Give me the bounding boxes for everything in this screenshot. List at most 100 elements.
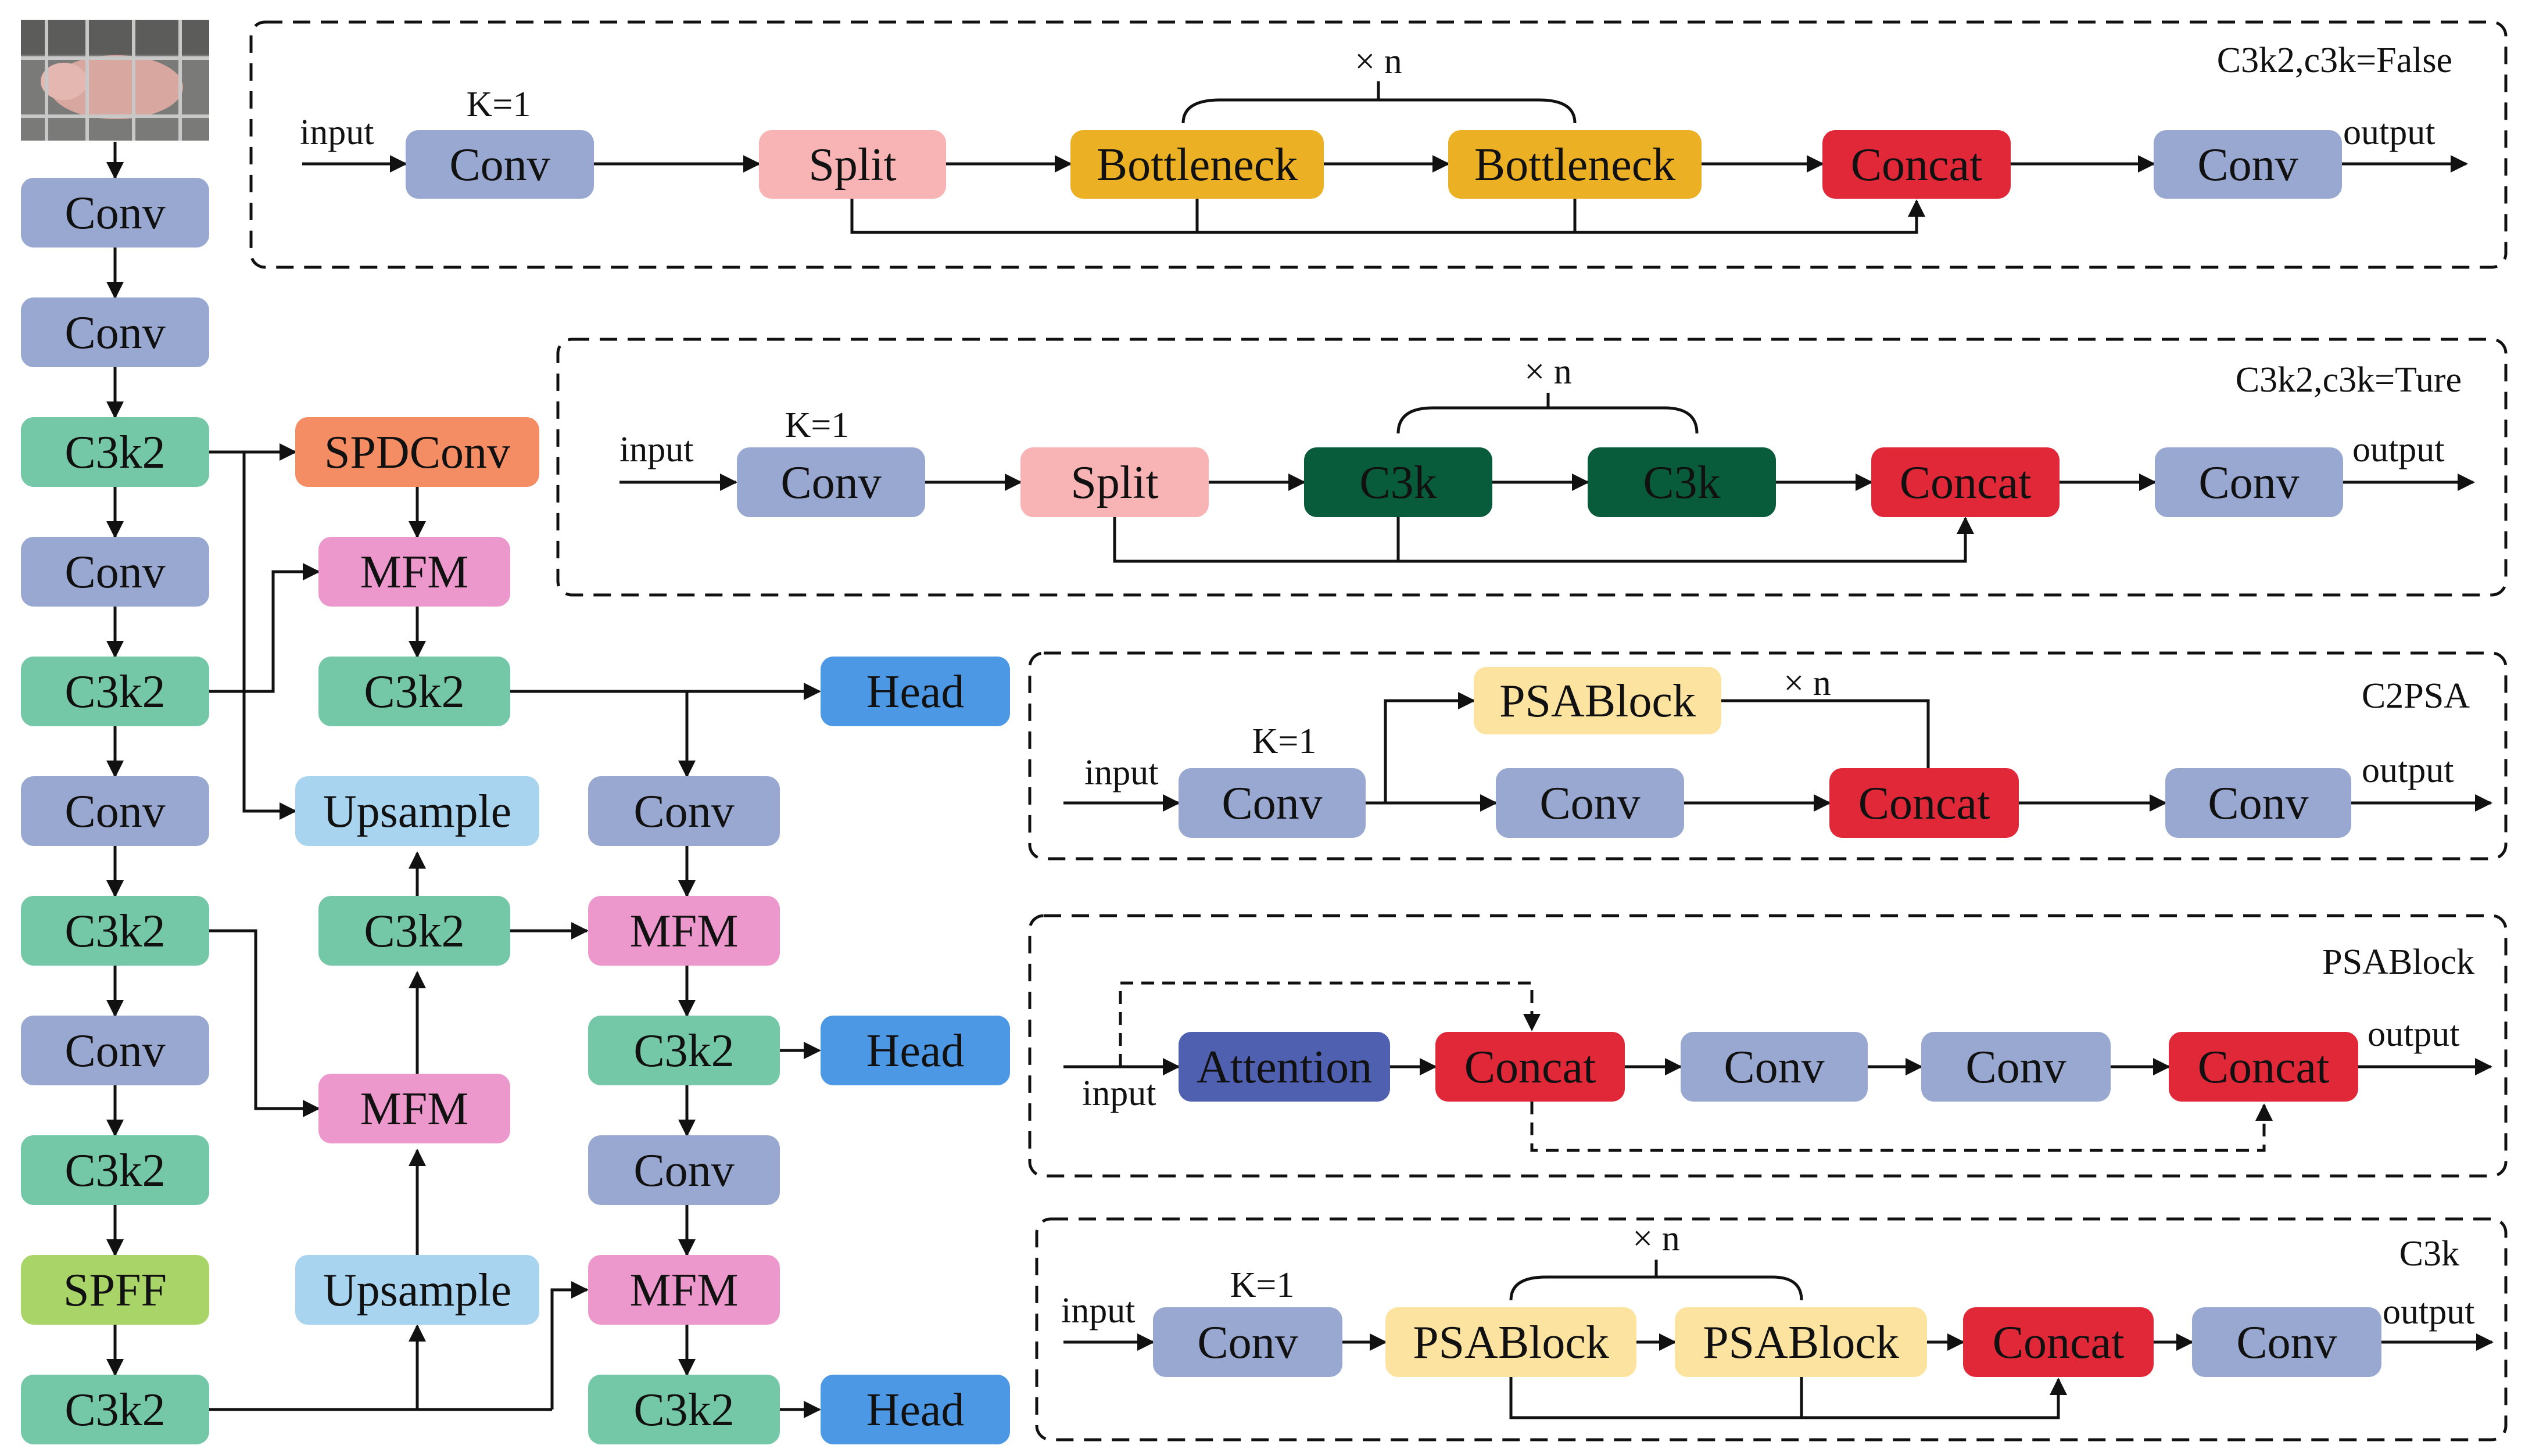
panel-title-c3k: C3k — [2399, 1234, 2459, 1274]
c3k2-block: C3k2 — [588, 1016, 780, 1085]
upsample-block-label: Upsample — [323, 1265, 511, 1316]
c3k2-block-box — [318, 896, 510, 966]
neck-wires — [209, 443, 821, 1418]
conv-block-box — [1153, 1307, 1342, 1377]
bottleneck-block: Bottleneck — [1070, 130, 1324, 199]
mfm-block-box — [588, 1255, 780, 1325]
mfm-block-box — [588, 896, 780, 966]
split-block: Split — [1020, 447, 1209, 517]
concat-block-box — [1963, 1307, 2154, 1377]
conv-block-box — [588, 776, 780, 846]
output-label: output — [2343, 113, 2435, 152]
conv-block-box — [2165, 768, 2351, 838]
conv-block-label: Conv — [633, 786, 734, 837]
c3k2-block-box — [21, 1375, 209, 1444]
concat-block-label: Concat — [1464, 1042, 1596, 1093]
c3k2-block-label: C3k2 — [633, 1025, 734, 1077]
psablock-block-box — [1675, 1307, 1927, 1377]
conv-block: Conv — [21, 178, 209, 248]
panel-title-c3k2-false: C3k2,c3k=False — [2217, 41, 2452, 80]
psablock-block-label: PSABlock — [1413, 1317, 1609, 1368]
concat-block-label: Concat — [1993, 1317, 2125, 1368]
c3k2-block-label: C3k2 — [364, 906, 464, 957]
mfm-block: MFM — [588, 1255, 780, 1325]
c3k2-block-box — [318, 657, 510, 726]
mfm-block: MFM — [318, 1074, 510, 1143]
c3k2-block-box — [21, 417, 209, 487]
pig-photo-icon — [21, 20, 209, 141]
conv-block-label: Conv — [449, 139, 550, 191]
repeat-label: × n — [1524, 352, 1571, 392]
conv-block: Conv — [2192, 1307, 2381, 1377]
conv-block: Conv — [1496, 768, 1684, 838]
conv-block: Conv — [1153, 1307, 1342, 1377]
bottleneck-block: Bottleneck — [1448, 130, 1702, 199]
concat-block: Concat — [1871, 447, 2060, 517]
c3k2-block-label: C3k2 — [633, 1385, 734, 1436]
c3k2-block: C3k2 — [21, 417, 209, 487]
conv-block: Conv — [1179, 768, 1366, 838]
concat-block: Concat — [1435, 1032, 1625, 1102]
conv-block: Conv — [588, 776, 780, 846]
spdconv-block-box — [295, 417, 539, 487]
input-label: input — [619, 430, 693, 469]
concat-block: Concat — [1963, 1307, 2154, 1377]
repeat-label: × n — [1632, 1219, 1679, 1258]
c3k2-block-box — [21, 1135, 209, 1205]
mfm-block-label: MFM — [630, 1265, 739, 1316]
output-label: output — [2352, 430, 2444, 469]
c3k2-block: C3k2 — [318, 896, 510, 966]
conv-block: Conv — [21, 776, 209, 846]
concat-block-label: Concat — [2198, 1042, 2330, 1093]
c3k2-block-label: C3k2 — [65, 906, 165, 957]
conv-block-label: Conv — [633, 1145, 734, 1196]
spdconv-block-label: SPDConv — [324, 427, 510, 478]
conv-block-box — [21, 178, 209, 248]
concat-block: Concat — [1829, 768, 2019, 838]
bottleneck-block-box — [1070, 130, 1324, 199]
concat-block-box — [1822, 130, 2011, 199]
conv-block-label: Conv — [2197, 139, 2298, 191]
attention-block: Attention — [1179, 1032, 1390, 1102]
split-block: Split — [759, 130, 946, 199]
head-block-label: Head — [866, 666, 965, 718]
head-block: Head — [821, 657, 1010, 726]
conv-block-label: Conv — [65, 786, 165, 837]
conv-block: Conv — [21, 297, 209, 367]
concat-block-box — [1829, 768, 2019, 838]
head-block: Head — [821, 1375, 1010, 1444]
attention-block-box — [1179, 1032, 1390, 1102]
c3k2-block-label: C3k2 — [364, 666, 464, 718]
panel-title-psablock: PSABlock — [2322, 942, 2474, 982]
conv-block-label: Conv — [65, 1025, 165, 1077]
input-label: input — [1082, 1074, 1156, 1113]
c3k-block-box — [1588, 447, 1776, 517]
upsample-block-box — [295, 776, 539, 846]
c3k2-block-box — [588, 1375, 780, 1444]
conv-block-box — [21, 297, 209, 367]
split-block-label: Split — [808, 139, 896, 191]
input-label: input — [1061, 1291, 1135, 1331]
upsample-block: Upsample — [295, 1255, 539, 1325]
conv-block: Conv — [588, 1135, 780, 1205]
psablock-block-box — [1474, 667, 1721, 734]
head-block: Head — [821, 1016, 1010, 1085]
concat-block-label: Concat — [1900, 457, 2032, 508]
conv-block-box — [1681, 1032, 1868, 1102]
conv-block-box — [588, 1135, 780, 1205]
panel-title-c3k2-true: C3k2,c3k=Ture — [2236, 360, 2462, 400]
conv-block: Conv — [21, 1016, 209, 1085]
kernel-label: K=1 — [467, 85, 531, 124]
head-block-box — [821, 1375, 1010, 1444]
kernel-label: K=1 — [1252, 722, 1317, 761]
conv-block-box — [21, 537, 209, 607]
conv-block: Conv — [2154, 130, 2342, 199]
c3k-block-box — [1304, 447, 1492, 517]
conv-block-box — [737, 447, 925, 517]
c3k2-block-box — [21, 896, 209, 966]
conv-block-label: Conv — [1539, 778, 1640, 829]
concat-block-box — [1871, 447, 2060, 517]
split-block-box — [1020, 447, 1209, 517]
conv-block-label: Conv — [65, 547, 165, 598]
